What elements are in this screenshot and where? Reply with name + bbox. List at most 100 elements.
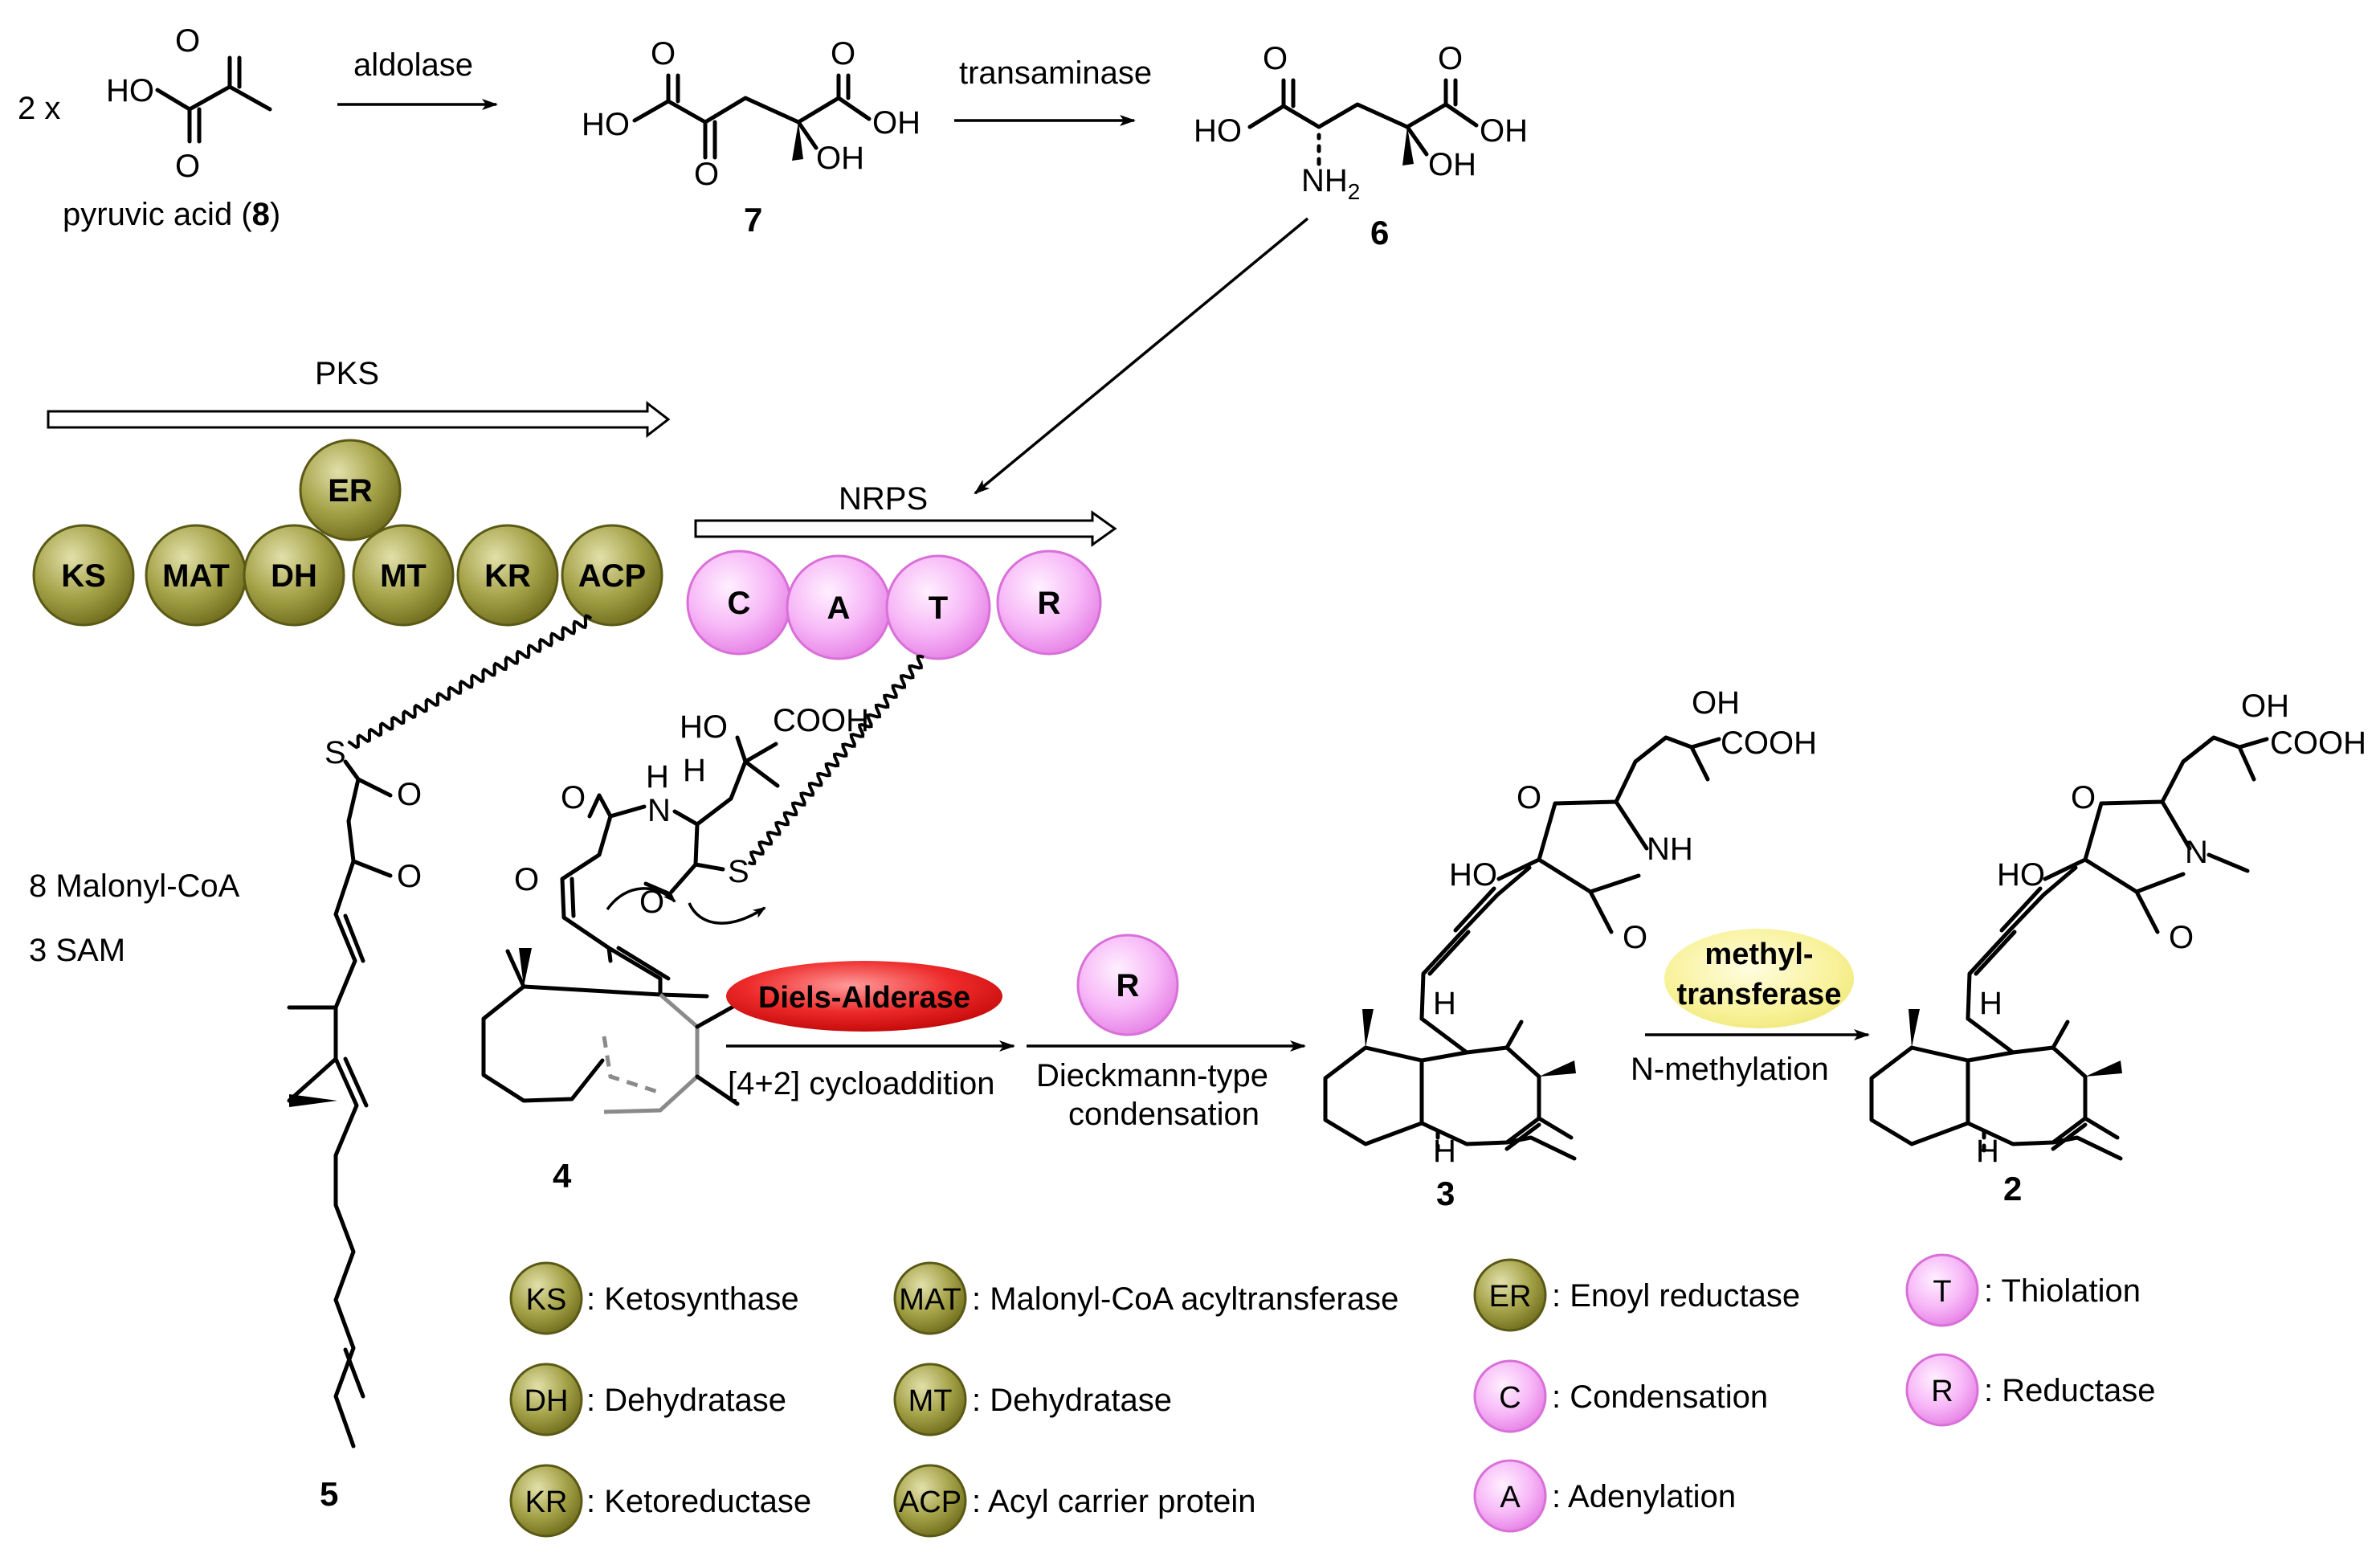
atom-nh2: NH2 — [1301, 163, 1360, 204]
acp-tether — [347, 614, 593, 750]
dieckmann-label-1: Dieckmann-type — [1036, 1058, 1268, 1093]
compound-4-number: 4 — [553, 1157, 572, 1195]
atom-o: O — [514, 862, 539, 897]
legend-abbr: DH — [525, 1384, 569, 1418]
compound-7: HO O O O OH OH 7 — [582, 36, 921, 239]
atom-cooh: COOH — [2270, 725, 2366, 761]
nrps-domain-c: C — [686, 550, 792, 656]
compound-5: S O O 5 — [287, 735, 422, 1513]
legend-item-ks: KS : Ketosynthase — [509, 1261, 799, 1335]
pks-domain-acp: ACP — [561, 524, 663, 627]
substrate-malonyl-coa: 8 Malonyl-CoA — [29, 868, 240, 904]
aldolase-label: aldolase — [353, 47, 473, 83]
legend-text: : Ketoreductase — [586, 1484, 811, 1519]
legend-item-c: C : Condensation — [1473, 1359, 1768, 1433]
nrps-label: NRPS — [839, 481, 928, 517]
atom-o: O — [831, 36, 855, 72]
diels-alderase-badge — [726, 961, 1002, 1032]
legend-text: : Reductase — [1984, 1373, 2155, 1408]
legend-text: : Adenylation — [1552, 1479, 1736, 1514]
transaminase-label: transaminase — [959, 55, 1152, 91]
legend-abbr: MAT — [899, 1283, 961, 1317]
legend-item-mat: MAT : Malonyl-CoA acyltransferase — [893, 1261, 1398, 1335]
legend-item-mt: MT : Dehydratase — [893, 1363, 1172, 1436]
substrate-sam: 3 SAM — [29, 933, 125, 968]
atom-oh: OH — [1480, 113, 1528, 149]
legend-text: : Condensation — [1552, 1379, 1768, 1415]
atom-h: H — [1433, 986, 1456, 1021]
atom-o: O — [2071, 780, 2096, 815]
atom-ho: HO — [680, 709, 728, 745]
atom-o: O — [651, 36, 676, 72]
cycloaddition-label: [4+2] cycloaddition — [728, 1066, 994, 1101]
domain-label: MT — [380, 558, 427, 594]
methyltransferase-label-1: methyl- — [1704, 938, 1813, 971]
legend-item-a: A : Adenylation — [1473, 1459, 1736, 1533]
atom-o: O — [1517, 780, 1541, 815]
legend-abbr: KR — [525, 1485, 568, 1519]
legend-abbr: MT — [908, 1384, 953, 1418]
domain-label: KS — [61, 558, 106, 594]
pks-label: PKS — [315, 356, 379, 391]
legend-text: : Acyl carrier protein — [972, 1484, 1255, 1519]
compound-4: HO COOH N H H O O O S 4 — [481, 703, 869, 1195]
legend-text: : Ketosynthase — [586, 1281, 799, 1317]
reductase-badge-label: R — [1117, 968, 1140, 1003]
diels-alderase-step: Diels-Alderase [4+2] cycloaddition — [726, 961, 1015, 1101]
nrps-domain-r: R — [996, 550, 1102, 656]
legend-text: : Dehydratase — [972, 1383, 1172, 1418]
domain-label: T — [929, 590, 948, 626]
compound-3: OH COOH O NH O HO H H 3 — [1323, 685, 1817, 1212]
legend-abbr: ACP — [899, 1485, 961, 1519]
legend-text: : Malonyl-CoA acyltransferase — [972, 1281, 1398, 1317]
atom-o: O — [175, 149, 200, 184]
compound-2: OH COOH O N O HO H H 2 — [1869, 689, 2366, 1208]
domain-label: C — [728, 586, 751, 621]
pks-domain-mt: MT — [352, 524, 455, 627]
dieckmann-label-2: condensation — [1068, 1097, 1259, 1132]
atom-h: H — [1976, 1134, 1999, 1169]
methyltransferase-badge — [1664, 929, 1854, 1028]
compound-5-number: 5 — [320, 1475, 338, 1513]
compound-7-number: 7 — [744, 201, 762, 239]
aldolase-step: aldolase — [337, 47, 498, 110]
compound-8-pyruvic-acid: 2 x HO O O pyruvic acid (8) — [18, 23, 280, 232]
domain-label: KR — [484, 558, 531, 594]
legend-item-t: T : Thiolation — [1905, 1253, 2141, 1327]
compound-6: HO O NH2 O OH OH 6 — [1194, 41, 1528, 251]
domain-label: R — [1038, 586, 1061, 621]
atom-s: S — [325, 735, 346, 770]
atom-oh: OH — [1692, 685, 1740, 721]
atom-o: O — [1438, 41, 1463, 76]
transaminase-step: transaminase — [954, 55, 1152, 126]
legend-item-kr: KR : Ketoreductase — [509, 1464, 811, 1538]
compound-3-number: 3 — [1436, 1175, 1455, 1212]
legend-abbr: KS — [526, 1283, 567, 1317]
legend-item-er: ER : Enoyl reductase — [1473, 1258, 1800, 1332]
atom-o: O — [694, 157, 719, 192]
atom-cooh: COOH — [1721, 725, 1817, 761]
pks-domain-mat: MAT — [145, 524, 247, 627]
arrow-6-to-nrps — [974, 217, 1309, 495]
atom-o: O — [175, 23, 200, 59]
atom-cooh: COOH — [773, 703, 869, 738]
legend-abbr: R — [1931, 1375, 1953, 1408]
pks-domain-kr: KR — [456, 524, 559, 627]
atom-o: O — [1263, 41, 1288, 76]
atom-oh: OH — [2241, 689, 2289, 724]
legend-abbr: C — [1499, 1381, 1521, 1415]
legend-abbr: ER — [1489, 1280, 1532, 1314]
atom-ho: HO — [582, 107, 630, 142]
pks-domain-dh: DH — [243, 524, 345, 627]
dieckmann-step: R Dieckmann-type condensation — [1027, 934, 1306, 1132]
atom-ho: HO — [1997, 857, 2045, 893]
pks-direction-arrow — [47, 400, 671, 439]
t-domain-tether — [748, 654, 925, 866]
atom-oh: OH — [816, 141, 864, 176]
atom-o: O — [1623, 920, 1647, 955]
pks-domain-er: ER — [299, 439, 402, 541]
legend-item-dh: DH : Dehydratase — [509, 1363, 786, 1436]
methyltransferase-step: methyl- transferase N-methylation — [1631, 929, 1870, 1087]
domain-label: DH — [271, 558, 317, 594]
